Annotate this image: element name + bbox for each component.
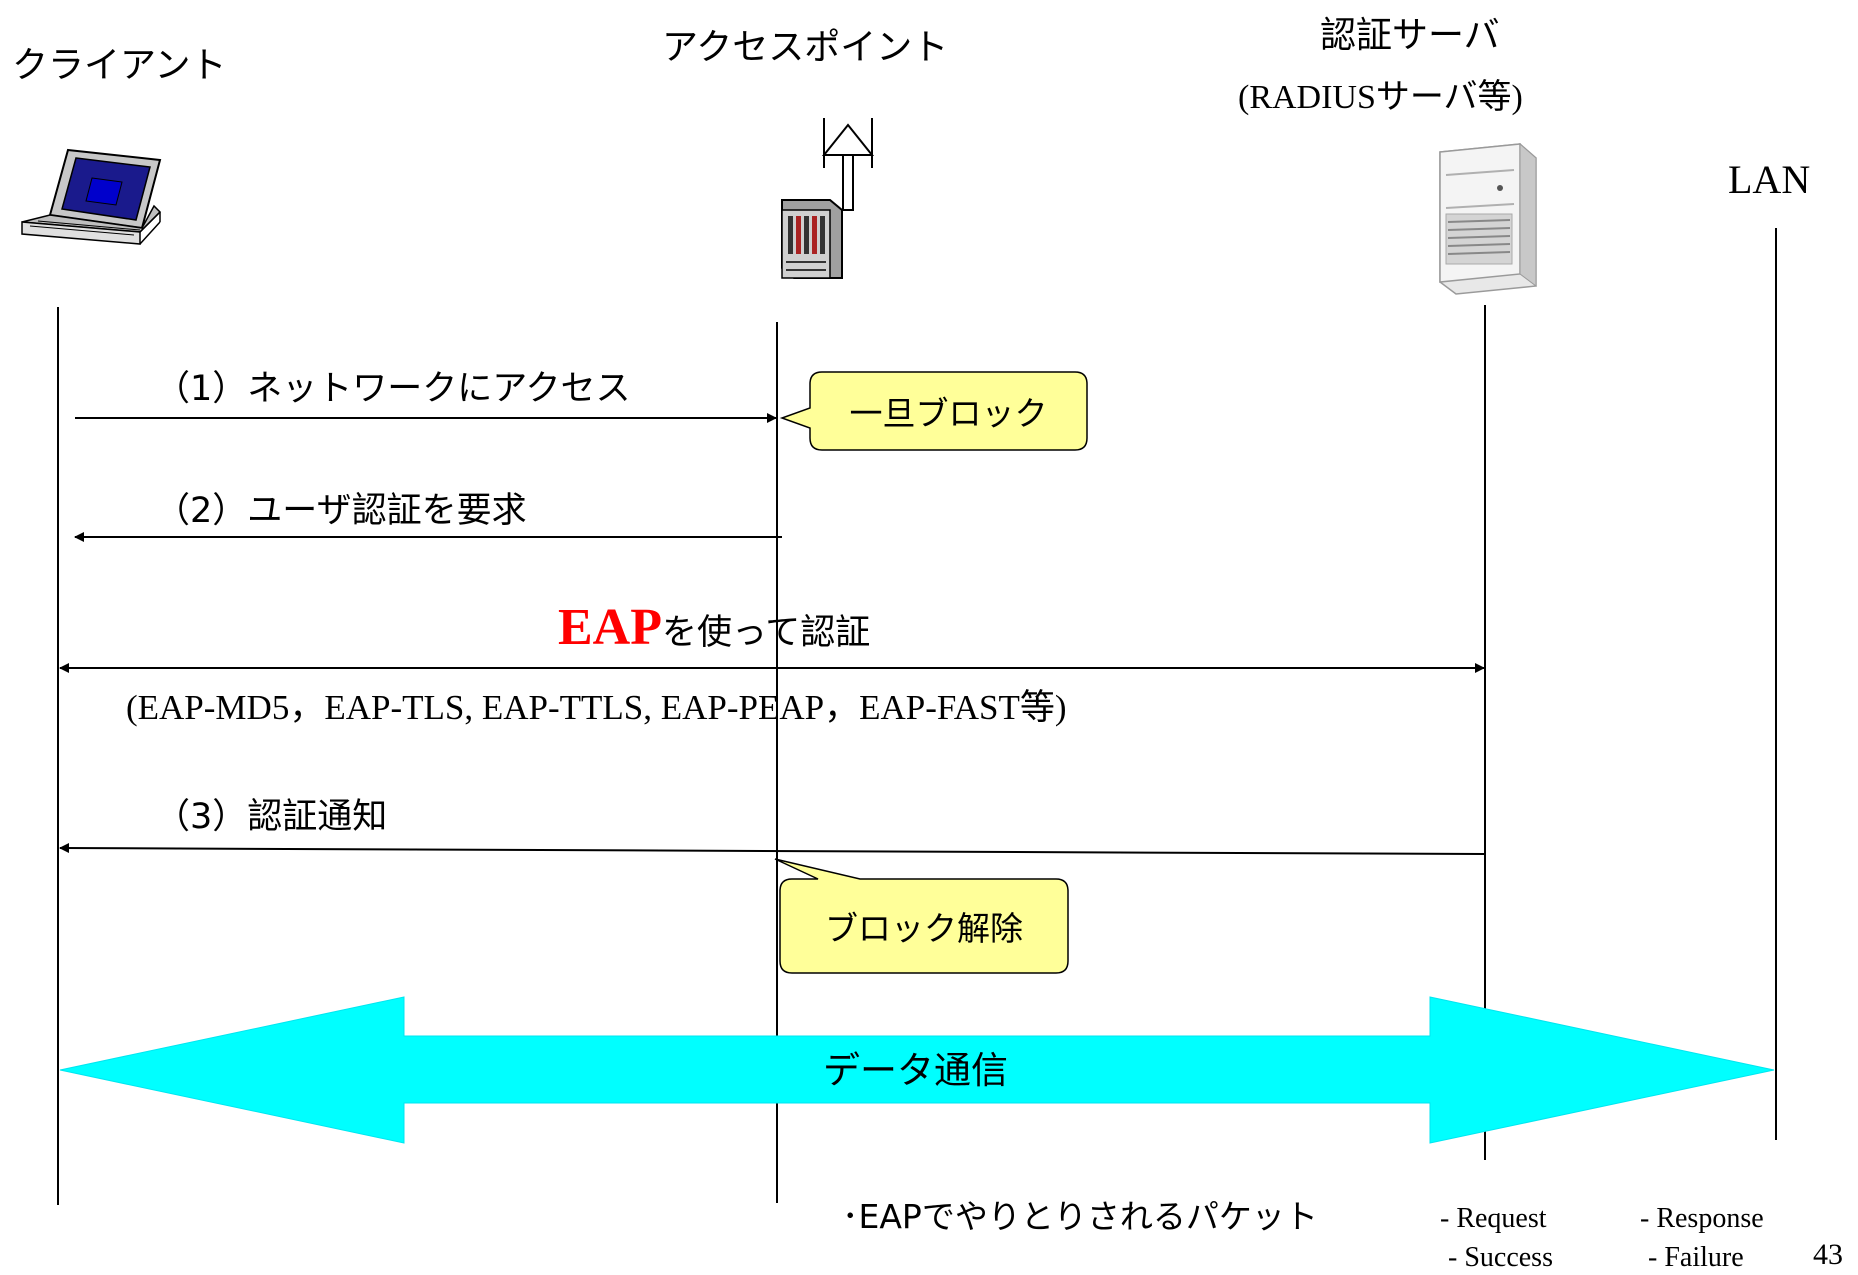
access-point-icon	[781, 118, 875, 279]
auth-server-label: 認証サーバ	[1320, 15, 1500, 56]
lan-label: LAN	[1728, 157, 1811, 202]
client-label: クライアント	[12, 45, 227, 86]
packet-response: - Response	[1640, 1203, 1764, 1234]
packet-request: - Request	[1440, 1203, 1547, 1234]
step1-label: （1）ネットワークにアクセス	[155, 369, 631, 409]
server-tower-icon	[1439, 142, 1537, 295]
callout-block-shape	[779, 371, 1088, 451]
eap-methods: (EAP-MD5，EAP-TLS, EAP-TTLS, EAP-PEAP，EAP…	[126, 688, 1067, 727]
callout-block-text: 一旦ブロック	[849, 394, 1048, 433]
page-number: 43	[1813, 1238, 1843, 1271]
data-transfer-label: データ通信	[823, 1049, 1008, 1092]
packet-failure: - Failure	[1648, 1242, 1744, 1273]
callout-unblock-shape	[774, 858, 1069, 974]
arrow-step3	[59, 843, 1485, 855]
packets-title: ･EAPでやりとりされるパケット	[842, 1197, 1318, 1236]
packet-success: - Success	[1448, 1242, 1553, 1273]
laptop-icon	[21, 148, 162, 245]
auth-server-sublabel: (RADIUSサーバ等)	[1238, 79, 1523, 116]
callout-unblock-text: ブロック解除	[825, 909, 1023, 948]
eap-title-rest: を使って認証	[662, 613, 871, 653]
access-point-label: アクセスポイント	[662, 27, 949, 68]
eap-title: EAPを使って認証	[558, 602, 870, 654]
step3-label: （3）認証通知	[155, 797, 388, 837]
eap-keyword: EAP	[558, 599, 662, 656]
step2-label: （2）ユーザ認証を要求	[155, 491, 527, 531]
data-transfer-arrow	[59, 996, 1775, 1144]
